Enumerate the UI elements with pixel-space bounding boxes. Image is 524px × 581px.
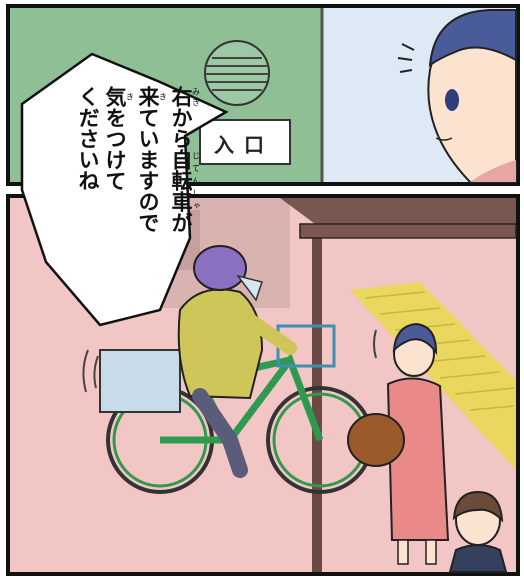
surprise-marks [397, 43, 415, 73]
bus-shelter [280, 198, 517, 572]
speech-line: 気きをつけて [103, 86, 135, 191]
entrance-sign [199, 119, 291, 165]
speech-line: 右みぎから自転車じてんしゃが [169, 86, 201, 233]
ruby-word: 気き [103, 86, 135, 107]
cyclist [177, 245, 297, 478]
ruby-word: 自転車じてんしゃ [169, 149, 201, 212]
speech-line: 来きていますので [136, 86, 168, 233]
rear-box [99, 349, 181, 413]
motion-lines [82, 329, 377, 393]
woman-face-closeup [427, 9, 517, 183]
speech-bubble [20, 52, 229, 327]
ruby-word: 来き [136, 86, 168, 107]
background-person [448, 490, 508, 573]
woman-pedestrian [347, 322, 450, 565]
speech-line: くださいね [76, 86, 100, 191]
ruby-word: 右みぎ [169, 86, 201, 107]
vent-icon [204, 40, 270, 106]
entrance-sign-label: 入口 [214, 132, 274, 157]
speech-bubble-text: 右みぎから自転車じてんしゃが 来きていますので 気きをつけて くださいね [74, 86, 201, 286]
